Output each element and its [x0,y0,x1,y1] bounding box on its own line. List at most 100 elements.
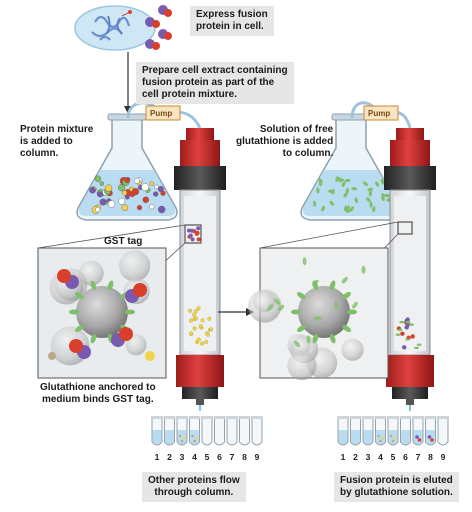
tube-rim [412,416,424,419]
free-glutathione [293,340,301,348]
free-glutathione [311,279,319,286]
tube-protein [195,436,198,440]
unbound-protein [205,332,210,337]
tube-rim [362,416,374,419]
tube-protein [182,436,186,440]
unbound-protein [192,312,196,317]
tube-number: 3 [179,452,185,462]
tube-protein [377,434,380,438]
anchored-glutathione [107,280,114,291]
protein-particle [99,198,107,206]
free-glutathione [306,335,311,344]
agarose-bead [298,286,350,338]
glutathione-added-label: Solution of free glutathione is added to… [236,124,334,159]
tube-rim [437,416,449,419]
protein-particle [133,177,140,184]
left-column [174,128,226,411]
unbound-protein [196,337,201,342]
prepare-label: Prepare cell extract containing fusion p… [136,62,294,104]
right-collection-tubes [337,416,449,446]
fusion-protein-target [57,269,71,283]
medium-bead [125,334,147,356]
protein-particle [118,197,126,205]
tube-protein [178,434,182,438]
tube-protein [379,439,382,443]
tube-protein [381,436,384,440]
glutathione-particle [409,323,414,326]
glutathione-particle [321,205,326,212]
protein-particle [89,186,96,194]
anchored-glutathione [312,333,319,344]
bound-protein [188,233,193,238]
anchored-glutathione [297,324,306,333]
flow-through-label: Other proteins flow through column. [142,472,246,502]
anchored-glutathione [69,309,79,315]
bound-protein [190,237,195,242]
glutathione-particle [380,178,385,185]
protein-particle [104,184,113,192]
free-glutathione [334,301,339,310]
anchored-glutathione [347,309,357,315]
tube-number: 1 [340,452,346,462]
tube-rim [226,416,238,419]
glutathione-particle [416,343,422,346]
tube-protein [417,438,422,442]
tube-protein [427,435,432,439]
tube-liquid [351,430,360,445]
bound-protein [196,226,201,231]
anchored-glutathione [125,309,135,315]
left-pump-box [145,105,181,121]
bound-protein [196,237,201,242]
bound-protein [190,228,195,233]
tube-number: 2 [353,452,358,462]
glutathione-particle [351,187,358,191]
anchored-glutathione [342,324,352,333]
tube-rim [176,416,188,419]
right-pump-box [363,105,399,121]
protein-particle [149,204,155,210]
tube-number: 2 [167,452,172,462]
free-glutathione [313,316,322,321]
tube-rim [151,416,163,419]
gst-tag-label: GST tag [104,236,143,247]
tube-rim [424,416,437,419]
fusion-protein-target [133,283,147,297]
protein-particle [97,191,103,198]
mixture-added-label: Protein mixture is added to column. [20,124,94,159]
tube-liquid [165,430,174,445]
medium-bead [248,289,282,323]
right-column [384,128,436,411]
glutathione-particle [345,187,350,194]
glutathione-particle [369,201,373,208]
tube-number: 5 [390,452,396,462]
tube-liquid [190,430,199,445]
tube-protein [430,438,434,442]
contaminant-protein [145,351,155,361]
glutathione-particle [344,205,348,212]
unbound-protein [209,327,214,332]
protein-particle [149,181,155,186]
agarose-bead [76,286,128,338]
tube-rim [238,416,251,419]
tube-rim [201,416,213,419]
collection-tube [239,417,250,446]
tube-number: 8 [428,452,433,462]
glutathione-particle [366,197,371,203]
tube-number: 9 [440,452,446,462]
eluting-protein [406,322,411,327]
protein-particle [95,206,101,213]
anchored-glutathione [291,309,301,315]
eluting-protein [402,345,407,350]
tube-protein [415,435,419,439]
protein-particle [131,188,140,196]
collection-tube [437,417,449,446]
eluting-protein [410,334,415,339]
fusion-protein-target [119,327,133,341]
protein-particle [157,185,164,192]
eluted-label: Fusion protein is eluted by glutathione … [334,472,459,502]
tube-liquid [363,430,373,445]
tube-rim [251,416,263,419]
glutathione-particle [312,200,317,207]
tube-protein [391,439,395,443]
express-label: Express fusion protein in cell. [190,6,274,36]
